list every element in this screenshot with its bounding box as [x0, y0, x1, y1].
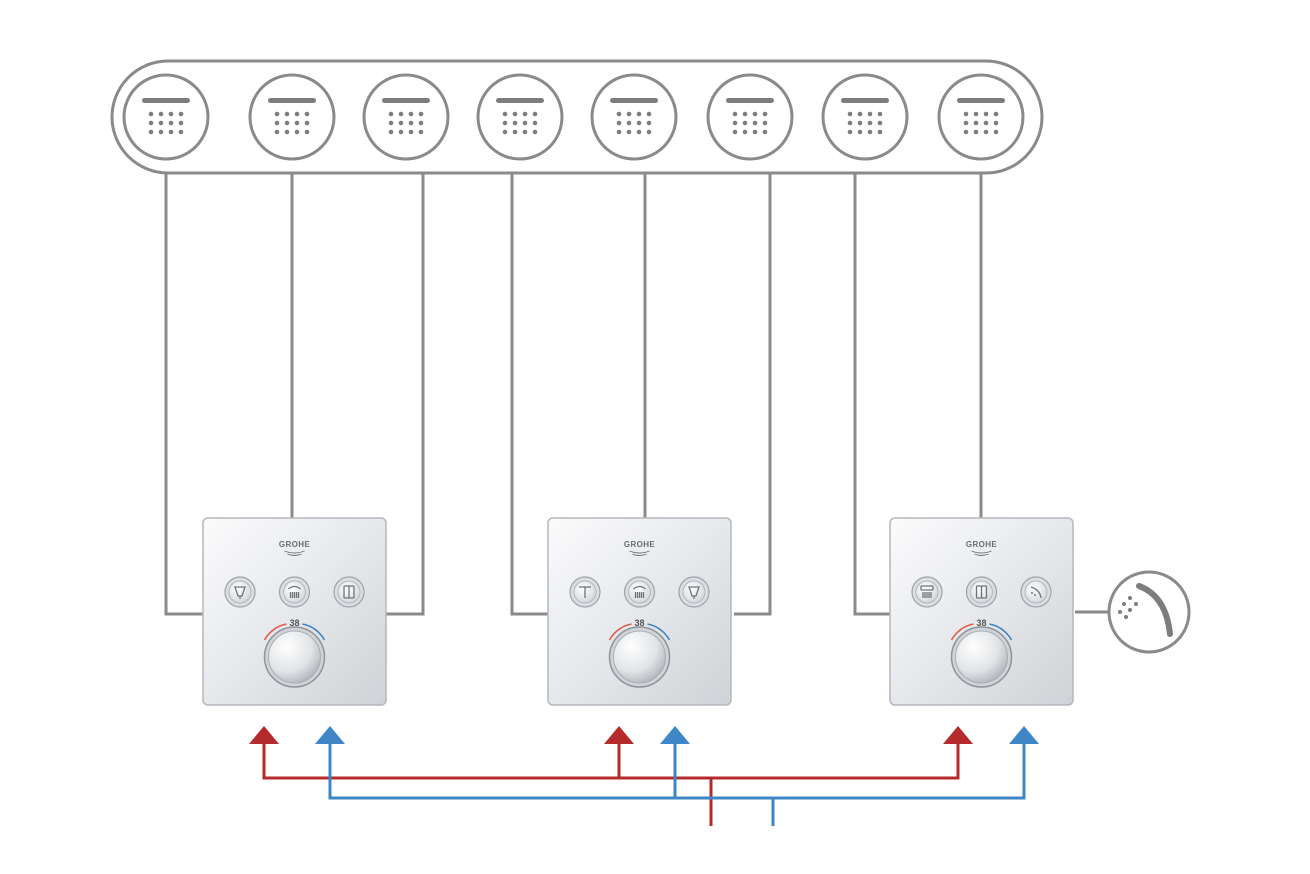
cold-arc	[647, 623, 671, 641]
hot-arc	[263, 623, 287, 641]
spray-dots-icon	[616, 111, 652, 135]
cold-arrow-2	[660, 726, 690, 744]
hot-arc	[950, 623, 974, 641]
function-button-2[interactable]	[623, 576, 656, 608]
hand-shower	[1107, 570, 1191, 654]
spray-dots-icon	[388, 111, 424, 135]
brand-wave-icon	[971, 550, 992, 556]
cold-water-line	[328, 738, 1026, 800]
hot-arrow-1	[249, 726, 279, 744]
shower-head-2	[248, 73, 336, 161]
temperature-knob[interactable]	[608, 626, 671, 688]
brand-logo: GROHE	[966, 540, 998, 549]
shower-head-8	[937, 73, 1025, 161]
function-button-3[interactable]	[1020, 576, 1052, 608]
hot-arc	[608, 623, 632, 641]
spray-dots-icon	[732, 111, 768, 135]
brand-logo: GROHE	[624, 540, 656, 549]
function-button-3[interactable]	[333, 576, 365, 608]
shower-head-3	[362, 73, 450, 161]
temperature-label: 38	[289, 618, 299, 628]
shower-head-1	[122, 73, 210, 161]
pipe-head-7	[853, 173, 890, 616]
shower-head-panel	[110, 59, 1044, 175]
function-button-2[interactable]	[278, 576, 311, 608]
pipe-head-4	[510, 173, 548, 616]
overhead-shower-icon	[688, 586, 700, 599]
supply-arrows	[249, 726, 1039, 744]
function-button-3[interactable]	[678, 576, 710, 608]
spray-dots-icon	[502, 111, 538, 135]
shower-head-5	[590, 73, 678, 161]
cold-arc	[989, 623, 1013, 641]
thermostat-controller-2: GROHE 38	[547, 517, 732, 706]
tap-icon	[579, 586, 591, 598]
function-button-2[interactable]	[965, 576, 998, 608]
shower-head-7	[821, 73, 909, 161]
overhead-shower-icon	[234, 586, 246, 599]
temperature-label: 38	[976, 618, 986, 628]
shower-head-4	[476, 73, 564, 161]
hot-arrow-3	[943, 726, 973, 744]
body-jet-icon	[343, 585, 355, 599]
spray-dots-icon	[847, 111, 883, 135]
connection-lines	[164, 173, 1108, 616]
thermostat-controller-1: GROHE 38	[202, 517, 387, 706]
thermostat-controller-3: GROHE 38	[889, 517, 1074, 706]
spray-dots-icon	[963, 111, 999, 135]
temperature-knob[interactable]	[263, 626, 326, 688]
function-button-1[interactable]	[569, 576, 601, 608]
pipe-head-3	[386, 173, 425, 616]
rain-shower-icon	[633, 585, 646, 598]
hand-shower-icon	[1030, 586, 1042, 599]
pipe-head-6	[734, 173, 772, 616]
waterfall-icon	[920, 585, 934, 598]
hot-water-line	[262, 738, 960, 780]
spray-dots-icon	[274, 111, 310, 135]
rain-shower-icon	[288, 585, 301, 598]
shower-head-6	[706, 73, 794, 161]
temperature-knob[interactable]	[950, 626, 1013, 688]
body-jet-icon	[975, 585, 988, 599]
brand-wave-icon	[629, 550, 650, 556]
hot-arrow-2	[604, 726, 634, 744]
function-button-1[interactable]	[224, 576, 256, 608]
cold-arc	[302, 623, 326, 641]
cold-arrow-1	[315, 726, 345, 744]
temperature-label: 38	[634, 618, 644, 628]
function-button-1[interactable]	[911, 576, 943, 608]
spray-dots-icon	[148, 111, 184, 135]
cold-arrow-3	[1009, 726, 1039, 744]
supply-lines	[262, 738, 1026, 826]
brand-logo: GROHE	[279, 540, 311, 549]
pipe-head-1	[164, 173, 203, 616]
brand-wave-icon	[284, 550, 305, 556]
